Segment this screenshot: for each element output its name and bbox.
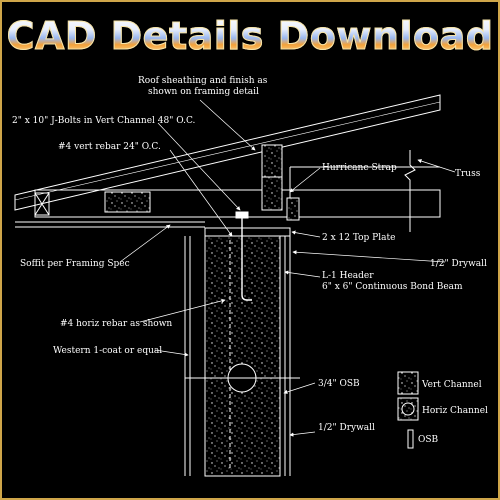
- label-jbolts: 2" x 10" J-Bolts in Vert Channel 48" O.C…: [12, 116, 196, 126]
- j-bolt: [241, 212, 252, 301]
- label-roof-sheathing-2: shown on framing detail: [148, 87, 259, 97]
- label-horiz-rebar: #4 horiz rebar as shown: [60, 319, 172, 329]
- gusset-left: [104, 191, 151, 213]
- label-roof-sheathing-1: Roof sheathing and finish as: [138, 76, 268, 86]
- roof-sheathing: [14, 94, 441, 211]
- label-hurricane-strap: Hurricane Strap: [322, 163, 397, 173]
- legend-osb: OSB: [418, 435, 439, 445]
- top-plate: [204, 227, 291, 237]
- label-soffit: Soffit per Framing Spec: [20, 259, 130, 269]
- banner-title: CAD Details Download: [0, 14, 500, 59]
- label-header-1: L-1 Header: [322, 271, 374, 281]
- legend-osb-swatch: [407, 429, 414, 449]
- label-western: Western 1-coat or equal: [53, 346, 162, 356]
- label-top-plate: 2 x 12 Top Plate: [322, 233, 395, 243]
- legend-horiz-channel-swatch: [397, 397, 419, 421]
- legend-vert-channel-swatch: [397, 371, 419, 395]
- truss-break: [404, 150, 416, 232]
- label-header-2: 6" x 6" Continuous Bond Beam: [322, 282, 463, 292]
- label-drywall-top: 1/2" Drywall: [430, 259, 487, 269]
- label-osb: 3/4" OSB: [318, 379, 360, 389]
- label-drywall-bottom: 1/2" Drywall: [318, 423, 375, 433]
- label-vert-rebar: #4 vert rebar 24" O.C.: [58, 142, 161, 152]
- legend-horiz-channel: Horiz Channel: [422, 406, 488, 416]
- label-truss: Truss: [455, 169, 481, 179]
- legend-vert-channel: Vert Channel: [421, 380, 482, 390]
